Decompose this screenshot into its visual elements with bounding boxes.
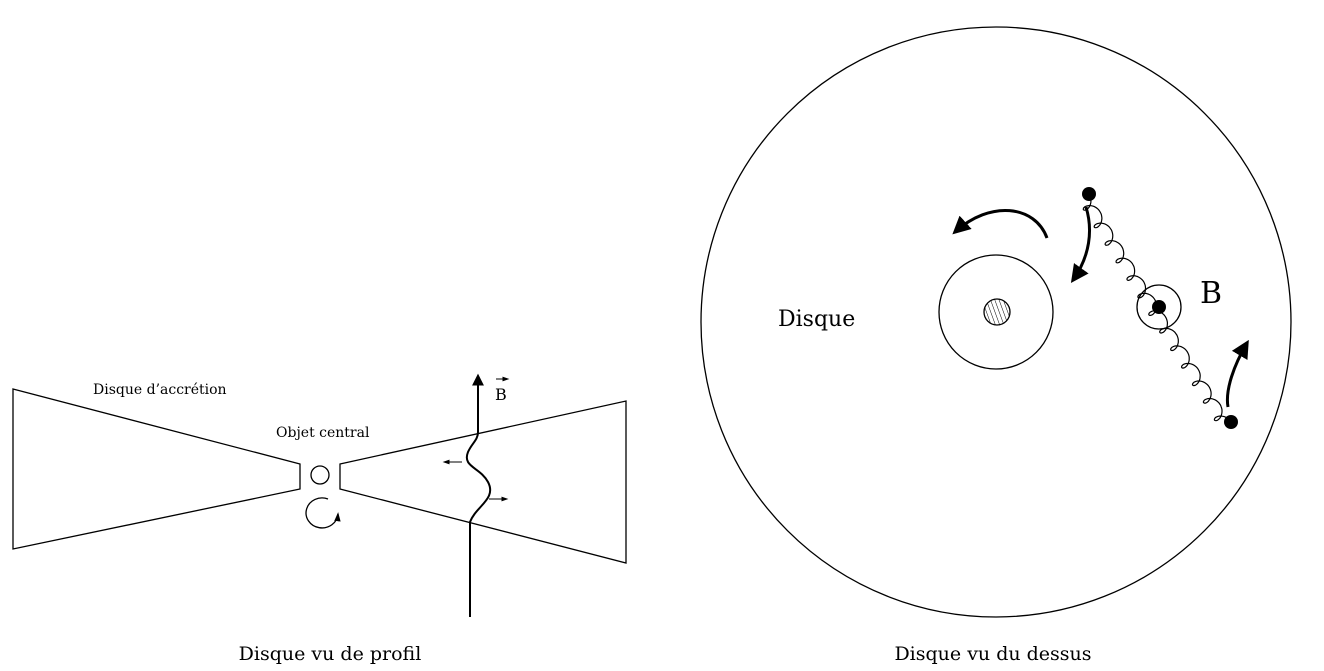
inner-ring — [938, 254, 1054, 370]
motion-arrow-bottom-icon — [1225, 339, 1249, 408]
disk-left-wedge — [12, 388, 301, 550]
label-disk: Disque — [778, 307, 855, 332]
field-loop-ring — [1136, 284, 1182, 330]
caption-side-view: Disque vu de profil — [239, 643, 422, 665]
central-object — [310, 465, 330, 485]
rotation-arrow-icon — [305, 497, 341, 529]
field-point-bottom — [1224, 415, 1238, 429]
caption-top-view: Disque vu du dessus — [894, 643, 1091, 665]
field-point-top — [1082, 187, 1096, 201]
label-field-b: B — [495, 385, 507, 404]
top-view-panel: Disque B Disque vu du dessus — [700, 26, 1292, 665]
field-point-center — [1152, 300, 1166, 314]
label-accretion-disk: Disque d’accrétion — [93, 382, 227, 398]
label-central-object: Objet central — [276, 425, 370, 441]
motion-arrow-top-icon — [1070, 206, 1092, 283]
disk-right-wedge — [339, 400, 627, 564]
disk-rotation-arrow-icon — [952, 209, 1049, 239]
label-field-b-top: B — [1200, 276, 1222, 311]
disk-outline — [700, 26, 1292, 618]
central-object-hatched — [983, 298, 1011, 326]
wavy-field-line — [1082, 193, 1232, 423]
magnetic-field-line — [465, 388, 492, 617]
side-view-panel: Disque d’accrétion Objet central B Disqu… — [12, 373, 627, 665]
